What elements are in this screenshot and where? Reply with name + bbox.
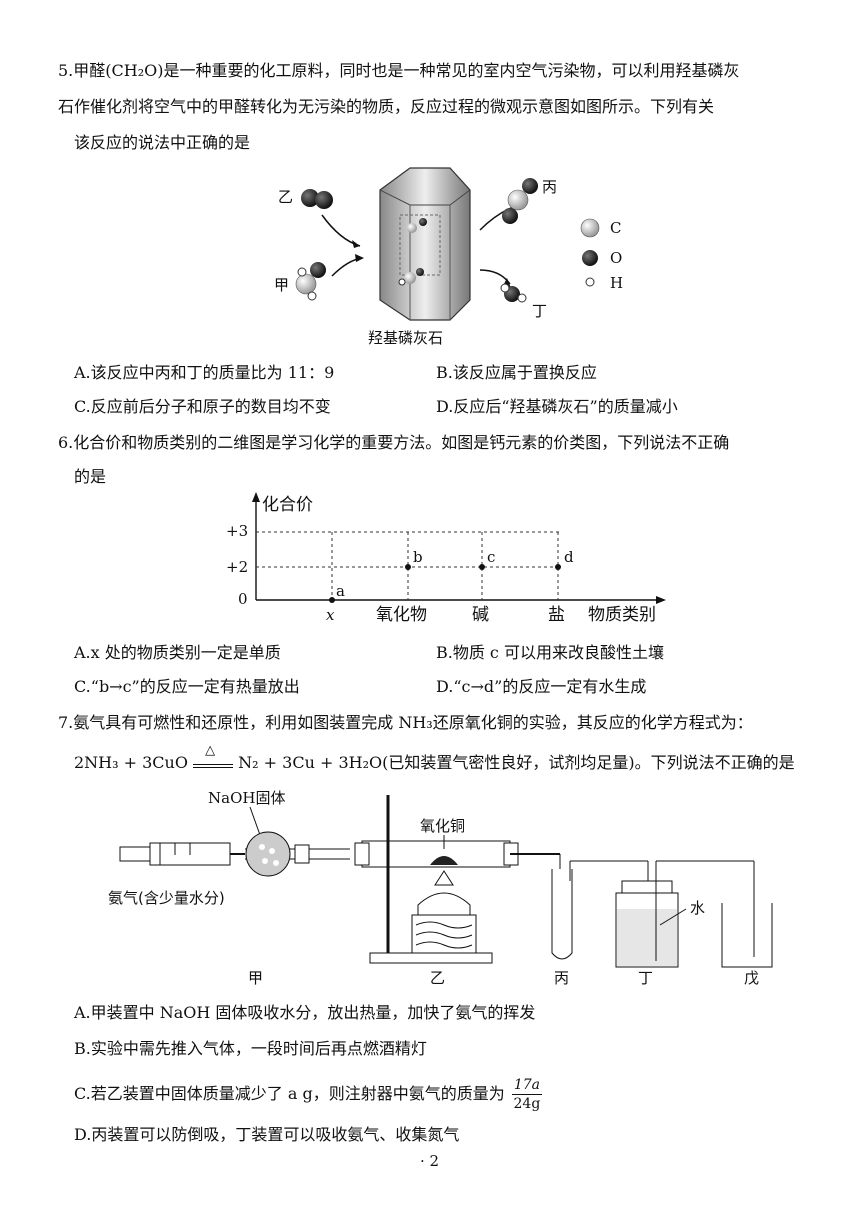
q5-line3: 该反应的说法中正确的是 (74, 133, 251, 152)
q6-option-c: C.“b→c”的反应一定有热量放出 (74, 677, 300, 696)
ytick-zero: 0 (238, 590, 248, 608)
label-ding: 丁 (532, 302, 547, 320)
label-yi: 乙 (278, 188, 293, 206)
legend-o: O (610, 249, 622, 267)
chart-ylabel: 化合价 (262, 495, 313, 515)
eq-left: 2NH₃ + 3CuO (74, 753, 188, 772)
label-naoh: NaOH固体 (208, 789, 285, 807)
q5-figure-caption: 羟基磷灰石 (368, 329, 443, 347)
chart-xlabel: 物质类别 (588, 605, 656, 625)
legend-c: C (610, 219, 621, 237)
xtick-salt: 盐 (548, 605, 565, 625)
xtick-oxide: 氧化物 (376, 605, 427, 625)
ytick-plus2: +2 (226, 558, 248, 576)
q7-option-c-text: C.若乙装置中固体质量减少了 a g，则注射器中氨气的质量为 (74, 1084, 505, 1103)
label-jia: 甲 (274, 276, 289, 294)
label-bing: 丙 (542, 178, 557, 196)
q7-option-c: C.若乙装置中固体质量减少了 a g，则注射器中氨气的质量为 17a 24g (74, 1076, 542, 1113)
frac-numerator: 17a (511, 1077, 542, 1095)
ytick-plus3: +3 (226, 522, 248, 540)
q7-option-c-fraction: 17a 24g (511, 1076, 542, 1113)
q7-option-a: A.甲装置中 NaOH 固体吸收水分，放出热量，加快了氨气的挥发 (74, 1003, 536, 1022)
q7-equation: 2NH₃ + 3CuO △ N₂ + 3Cu + 3H₂O(已知装置气密性良好，… (74, 743, 795, 774)
q5-option-a: A.该反应中丙和丁的质量比为 11：9 (74, 363, 335, 382)
q5-line2: 石作催化剂将空气中的甲醛转化为无污染的物质，反应过程的微观示意图如图所示。下列有… (58, 97, 715, 116)
q5-option-c: C.反应前后分子和原子的数目均不变 (74, 397, 331, 416)
frac-denominator: 24g (513, 1096, 541, 1112)
point-d: d (564, 548, 574, 566)
label-water: 水 (690, 899, 705, 917)
q5-line1: 5.甲醛(CH₂O)是一种重要的化工原料，同时也是一种常见的室内空气污染物，可以… (58, 61, 740, 80)
q7-apparatus-figure: NaOH固体 氨气(含少量水分) 氧化铜 水 甲 乙 丙 丁 戊 (108, 789, 773, 987)
q7-line1: 7.氨气具有可燃性和还原性，利用如图装置完成 NH₃还原氧化铜的实验，其反应的化… (58, 713, 753, 732)
label-app-jia: 甲 (248, 969, 263, 987)
label-app-yi: 乙 (430, 969, 445, 987)
q7-option-b: B.实验中需先推入气体，一段时间后再点燃酒精灯 (74, 1039, 427, 1058)
page-number: · 2 (420, 1152, 440, 1170)
label-cuo: 氧化铜 (420, 817, 465, 835)
q6-valence-chart: 化合价 +3 +2 0 a b c d x 氧化物 碱 盐 物质类别 (226, 492, 666, 625)
q5-option-d: D.反应后“羟基磷灰石”的质量减小 (436, 397, 678, 416)
q5-reaction-figure: 乙 甲 羟基磷灰石 丙 丁 C O H (274, 167, 623, 347)
q6-line2: 的是 (74, 467, 107, 486)
label-app-ding: 丁 (638, 969, 653, 987)
legend-h: H (610, 274, 623, 292)
q6-option-d: D.“c→d”的反应一定有水生成 (436, 677, 647, 696)
label-app-bing: 丙 (554, 969, 569, 987)
q6-option-b: B.物质 c 可以用来改良酸性土壤 (436, 643, 664, 662)
q7-option-d: D.丙装置可以防倒吸，丁装置可以吸收氨气、收集氮气 (74, 1125, 460, 1144)
point-b: b (413, 548, 423, 566)
label-gas: 氨气(含少量水分) (108, 889, 225, 907)
eq-heat-symbol: △ (205, 743, 216, 758)
xtick-base: 碱 (472, 605, 489, 625)
point-c: c (487, 548, 495, 566)
point-a: a (336, 582, 345, 600)
q6-option-a: A.x 处的物质类别一定是单质 (74, 643, 281, 662)
xtick-x: x (326, 606, 335, 624)
eq-condition: △ (193, 743, 234, 768)
q5-option-b: B.该反应属于置换反应 (436, 363, 597, 382)
label-app-wu: 戊 (744, 969, 759, 987)
eq-right: N₂ + 3Cu + 3H₂O(已知装置气密性良好，试剂均足量)。下列说法不正确… (238, 753, 795, 772)
q6-line1: 6.化合价和物质类别的二维图是学习化学的重要方法。如图是钙元素的价类图，下列说法… (58, 433, 730, 452)
